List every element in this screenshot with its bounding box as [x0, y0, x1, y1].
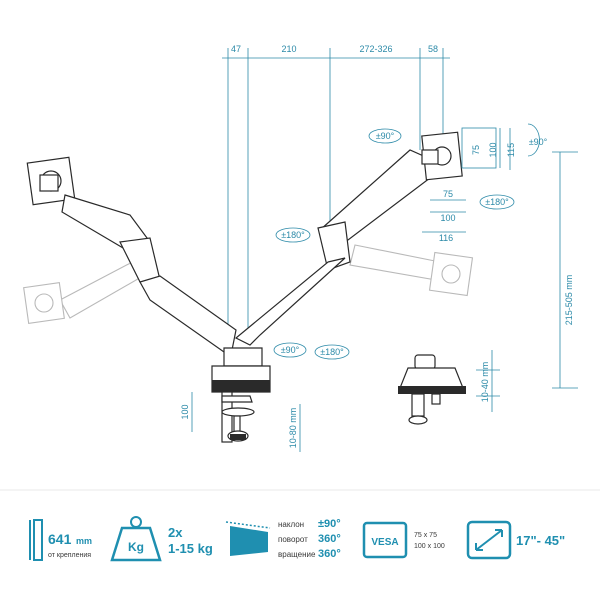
spec-screen: 17"- 45": [466, 520, 565, 560]
rot-180-left-label: ±180°: [281, 230, 305, 240]
dim-vesa-115-v: 115: [506, 143, 516, 157]
dim-height-range: 215-505 mm: [564, 275, 574, 326]
vesa-detail: 75 100 115 75 100 116: [422, 127, 516, 243]
reach-sub: от крепления: [48, 552, 91, 559]
weight-range: 1-15 kg: [168, 541, 213, 556]
dim-vesa-116-h: 116: [439, 233, 453, 243]
rot-base-90-label: ±90°: [281, 345, 300, 355]
reach-unit: mm: [76, 536, 92, 546]
top-dimensions: 47 210 272-326 58: [222, 44, 450, 330]
vesa-sizes-1: 75 x 75: [414, 532, 437, 539]
rot-base-180-label: ±180°: [320, 347, 344, 357]
dim-vesa-100-h: 100: [440, 213, 455, 223]
reach-value: 641: [48, 531, 72, 547]
vesa-label: VESA: [371, 537, 398, 548]
weight-count: 2x: [168, 525, 183, 540]
weight-icon-label: Kg: [128, 540, 144, 554]
right-arm: [234, 131, 463, 346]
screen-range: 17"- 45": [516, 533, 565, 548]
rotation-value: 360°: [318, 548, 341, 560]
weight-icon: Kg: [110, 516, 162, 562]
dim-grommet-range: 10-80 mm: [288, 408, 298, 449]
dim-58: 58: [428, 44, 438, 54]
dim-272-326: 272-326: [359, 44, 392, 54]
dim-vesa-100-v: 100: [488, 142, 498, 157]
vesa-icon: [362, 521, 408, 559]
spec-weight: Kg 2x 1-15 kg: [110, 516, 213, 562]
dim-clamp-range: 10-40 mm: [480, 362, 490, 403]
base-dimensions: 100 10-80 mm: [180, 392, 301, 452]
dim-vesa-75-v: 75: [471, 145, 481, 155]
dim-210: 210: [281, 44, 296, 54]
rot-top-label: ±90°: [376, 131, 395, 141]
swivel-value: 360°: [318, 533, 341, 545]
faded-left-arm: [23, 257, 151, 324]
rot-180-right-label: ±180°: [485, 197, 509, 207]
grommet-mount: 10-40 mm: [398, 350, 500, 425]
tilt-label: наклон: [278, 520, 304, 529]
faded-right-arm: [349, 244, 474, 297]
spec-vesa: VESA 75 x 75 100 x 100: [362, 521, 445, 559]
swivel-label: поворот: [278, 535, 308, 544]
spec-motion: наклон ±90° поворот 360° вращение 360°: [225, 518, 341, 560]
spec-reach: 641 mm от крепления: [29, 519, 92, 561]
screen-size-icon: [466, 520, 512, 560]
center-pole: [211, 347, 271, 443]
rotation-callouts: ±90° ±90° ±180° ±180° ±90° ±180°: [273, 123, 548, 360]
tilt-value: ±90°: [318, 518, 341, 530]
vesa-sizes-2: 100 x 100: [414, 543, 445, 550]
height-dimension: 215-505 mm: [552, 151, 578, 389]
dim-vesa-75-h: 75: [443, 189, 453, 199]
left-arm: [26, 156, 237, 353]
rotation-label: вращение: [278, 550, 316, 559]
dim-47: 47: [231, 44, 241, 54]
dim-base-height: 100: [180, 404, 190, 419]
rot-vesa-label: ±90°: [529, 137, 548, 147]
monitor-icon: [225, 521, 271, 556]
